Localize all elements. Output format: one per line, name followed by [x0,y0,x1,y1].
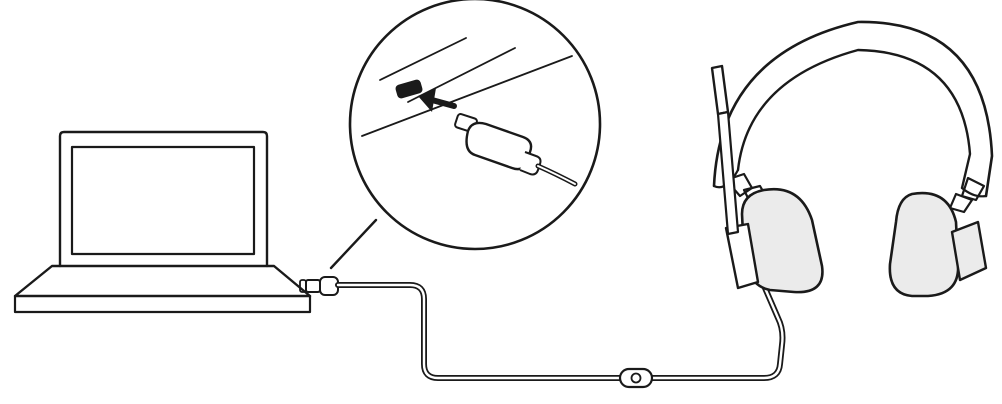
usb-c-plug-icon [454,113,578,187]
boom-microphone-icon [710,64,740,236]
magnified-usb-port-icon [329,0,602,270]
insert-arrow-icon [418,88,457,112]
usb-c-plug-at-laptop [305,279,321,293]
laptop-icon [13,130,312,314]
usb-cable [305,276,786,389]
headset-icon [710,20,994,298]
inline-control-icon [618,367,654,389]
